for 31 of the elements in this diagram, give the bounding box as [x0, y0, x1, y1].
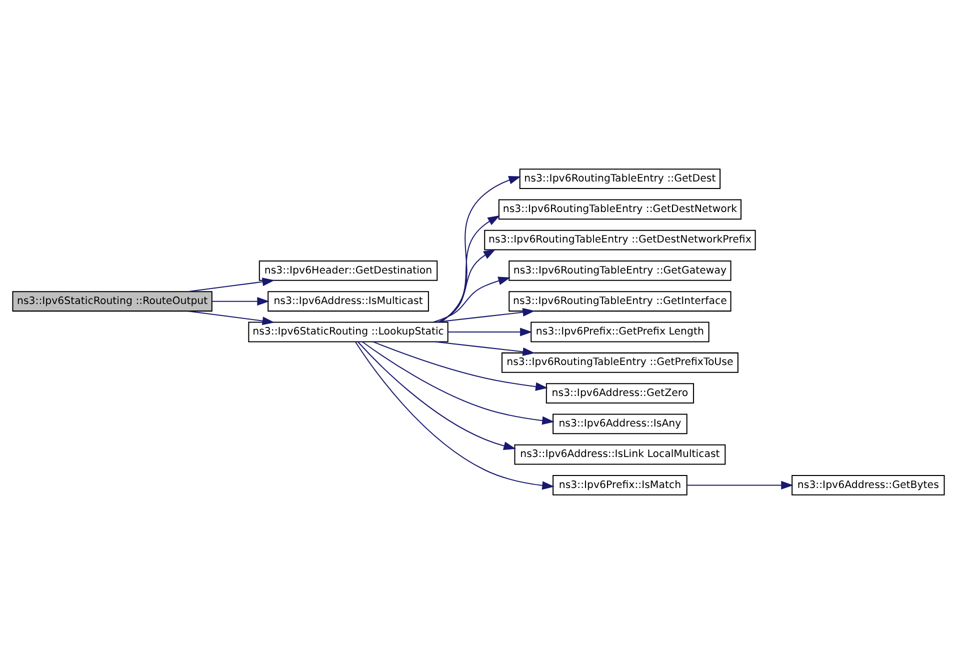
arrow: [362, 340, 554, 424]
arrow: [439, 214, 500, 322]
arrow: [434, 340, 535, 356]
node-box: ns3::Ipv6RoutingTableEntry ::GetPrefixToUse: [501, 352, 738, 372]
node-box: ns3::Ipv6RoutingTableEntry ::GetGateway: [508, 260, 732, 280]
arrow: [212, 296, 270, 306]
node-box: ns3::Ipv6Header::GetDestination: [258, 260, 438, 280]
node-box: ns3::Ipv6RoutingTableEntry ::GetDestNetworkPrefix: [484, 229, 756, 250]
arrow: [372, 340, 548, 390]
node-box: ns3::Ipv6Address::GetZero: [546, 382, 694, 403]
node-box: ns3::Ipv6Address::IsLink LocalMulticast: [514, 444, 726, 464]
arrow: [686, 480, 794, 489]
node-box: ns3::Ipv6RoutingTableEntry ::GetDest: [519, 168, 721, 188]
arrow: [440, 175, 522, 322]
arrow: [432, 276, 511, 322]
node-box: ns3::Ipv6StaticRouting ::LookupStatic: [248, 321, 448, 342]
node-box: ns3::Ipv6RoutingTableEntry ::GetDestNetwork: [498, 198, 742, 220]
node-box: ns3::Ipv6Prefix::IsMatch: [552, 474, 688, 495]
arrow: [438, 248, 496, 322]
node-box: ns3::Ipv6Address::IsAny: [552, 413, 688, 434]
node-box: ns3::Ipv6Address::GetBytes: [792, 474, 945, 495]
node-box: ns3::Ipv6RoutingTableEntry ::GetInterface: [508, 290, 732, 312]
node-box: ns3::Ipv6StaticRouting ::RouteOutput: [12, 290, 212, 312]
node-box: ns3::Ipv6Address::IsMulticast: [268, 290, 429, 312]
arrow: [354, 341, 554, 490]
node-box: ns3::Ipv6Prefix::GetPrefix Length: [530, 321, 710, 342]
arrow: [448, 327, 532, 336]
arrow: [434, 308, 535, 322]
arrow: [358, 341, 516, 450]
arrow: [188, 277, 275, 292]
arrow: [188, 310, 275, 325]
